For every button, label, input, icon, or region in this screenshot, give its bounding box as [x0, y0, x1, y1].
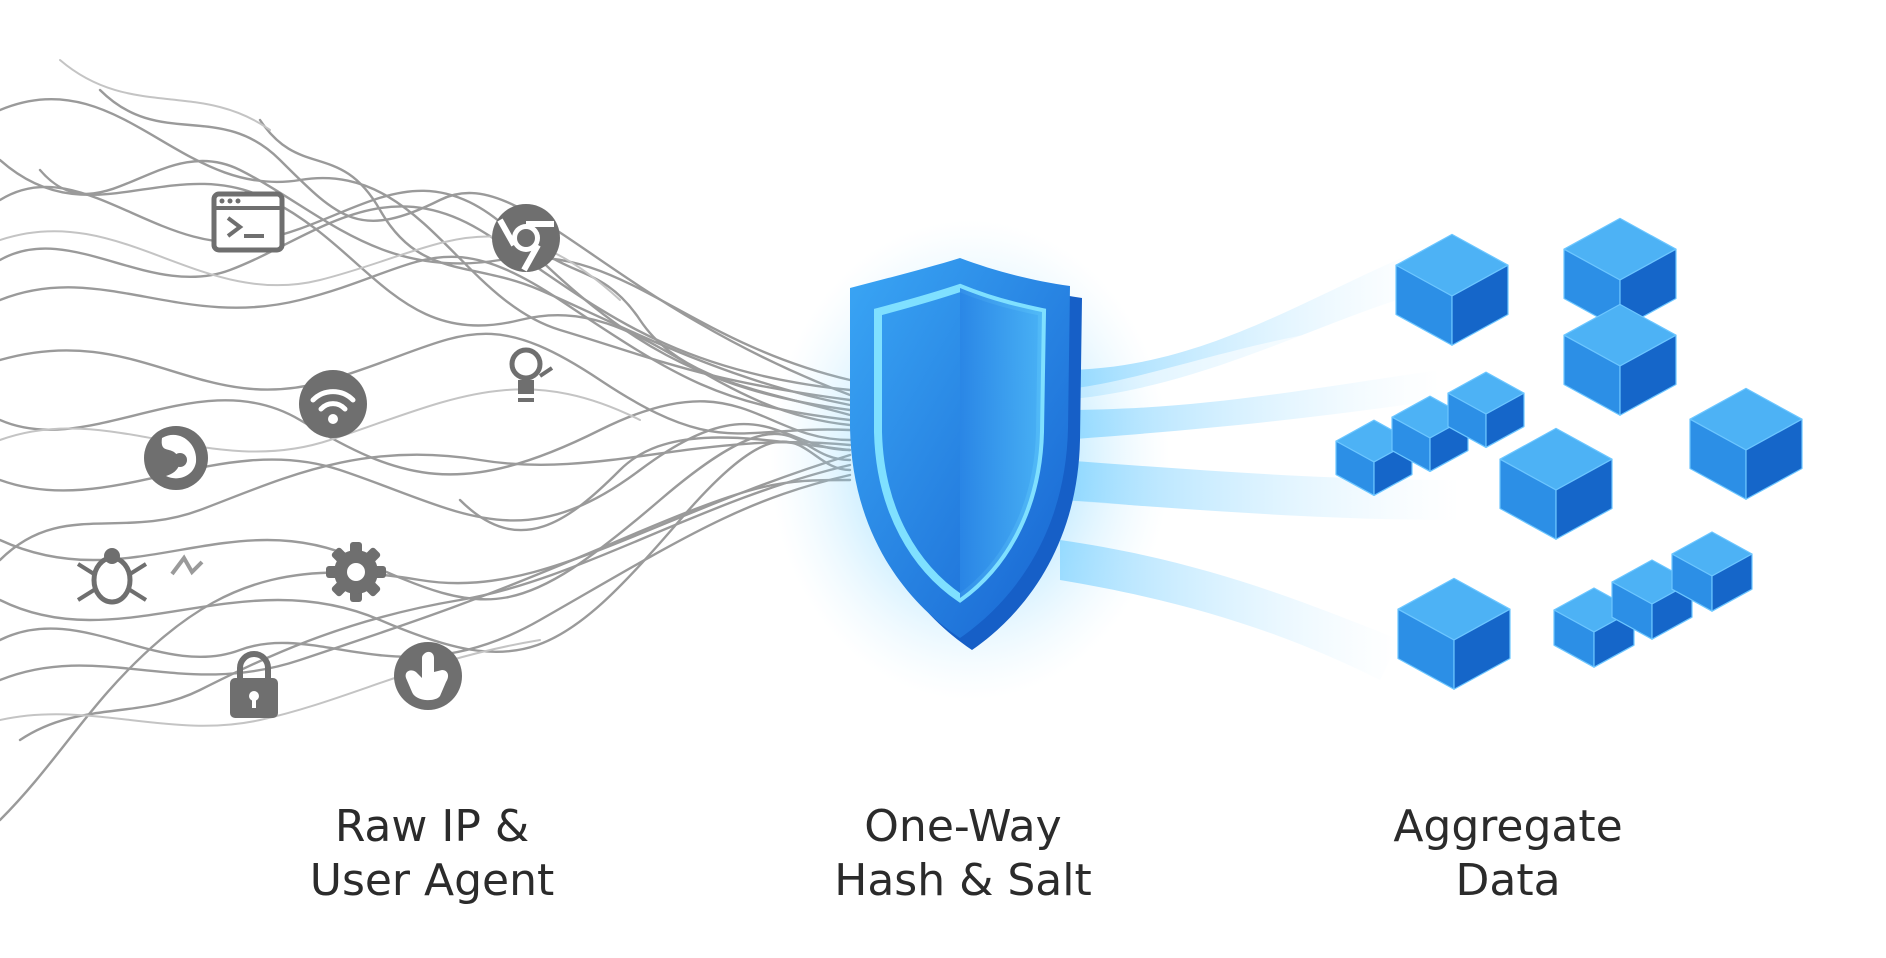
raw-data-caption-line1: Raw IP &: [334, 801, 530, 852]
cube-icon: [1395, 233, 1509, 346]
hash-caption: One-Way Hash & Salt: [753, 800, 1173, 908]
hash-caption-line1: One-Way: [864, 801, 1062, 852]
lock-icon: [230, 651, 278, 718]
hand-pointer-icon: [394, 642, 462, 710]
tangled-data-lines: [0, 88, 852, 822]
cube-icon: [1563, 303, 1677, 416]
aggregate-caption-line1: Aggregate: [1393, 801, 1623, 852]
cube-icon: [1689, 387, 1803, 500]
raw-data-caption-line2: User Agent: [309, 855, 555, 906]
chrome-icon: [492, 204, 560, 272]
cube-icon: [1671, 531, 1753, 612]
raw-data-caption: Raw IP & User Agent: [222, 800, 642, 908]
hash-caption-line2: Hash & Salt: [834, 855, 1092, 906]
bug-icon: [76, 548, 204, 605]
shield-icon: [770, 220, 1170, 700]
aggregate-caption: Aggregate Data: [1298, 800, 1718, 908]
terminal-icon: [211, 191, 285, 253]
firefox-icon: [144, 426, 208, 490]
gear-icon: [326, 542, 386, 602]
aggregate-cubes: [1335, 217, 1803, 690]
cube-icon: [1397, 577, 1511, 690]
cube-icon: [1499, 427, 1613, 540]
lightbulb-icon: [509, 347, 554, 402]
wifi-icon: [299, 370, 367, 438]
cube-icon: [1447, 371, 1525, 449]
aggregate-caption-line2: Data: [1455, 855, 1561, 906]
